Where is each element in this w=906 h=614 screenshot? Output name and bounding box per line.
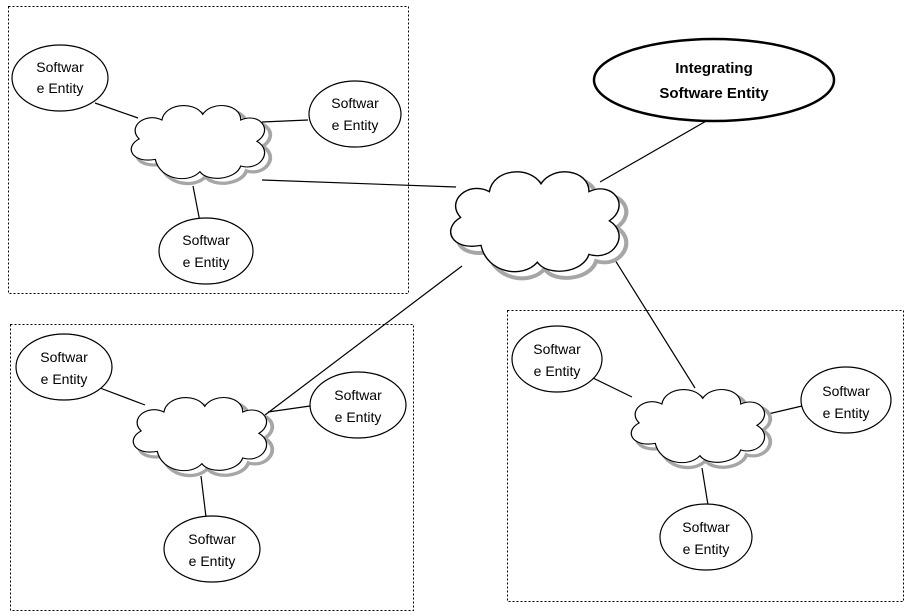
- connector-line: [599, 119, 709, 183]
- software-entity-node: Softwar e Entity: [11, 44, 109, 112]
- entity-label-line1: Softwar: [40, 349, 88, 365]
- entity-label-line1: Softwar: [182, 232, 230, 248]
- connector-line: [200, 475, 207, 518]
- entity-label-line1: Softwar: [533, 341, 581, 357]
- entity-label-line2: e Entity: [683, 541, 730, 557]
- entity-label-line2: e Entity: [534, 363, 581, 379]
- group-box-top-left: [8, 6, 409, 294]
- entity-label-line2: e Entity: [183, 254, 230, 270]
- cloud-central: [449, 171, 627, 279]
- entity-label-line2: e Entity: [189, 553, 236, 569]
- cloud-group-3: [630, 388, 773, 470]
- connector-line: [94, 102, 139, 119]
- entity-label-line1: Softwar: [682, 519, 730, 535]
- connector-line: [99, 387, 146, 406]
- cloud-group-1: [130, 104, 273, 186]
- entity-label-line2: e Entity: [41, 371, 88, 387]
- software-entity-node: Softwar e Entity: [163, 515, 261, 583]
- cloud-group-2: [132, 396, 275, 478]
- connector-line: [261, 179, 457, 188]
- entity-label-line1: Softwar: [36, 59, 84, 75]
- software-entity-node: Softwar e Entity: [309, 371, 407, 439]
- software-entity-node: Softwar e Entity: [511, 325, 603, 393]
- software-entity-node: Softwar e Entity: [308, 80, 402, 148]
- connector-line: [264, 265, 463, 416]
- group-box-bottom-right: [507, 310, 904, 602]
- integrating-entity-node: Integrating Software Entity: [592, 37, 836, 123]
- group-box-bottom-left: [10, 324, 414, 611]
- software-entity-node: Softwar e Entity: [659, 503, 753, 571]
- software-entity-node: Softwar e Entity: [800, 366, 892, 434]
- entity-label-line1: Softwar: [188, 531, 236, 547]
- integrating-entity-label-line2: Software Entity: [659, 85, 769, 102]
- entity-label-line1: Softwar: [334, 387, 382, 403]
- software-entity-node: Softwar e Entity: [158, 217, 254, 285]
- entity-label-line2: e Entity: [335, 409, 382, 425]
- integrating-entity-label-line1: Integrating: [675, 60, 753, 77]
- connector-line: [192, 185, 201, 223]
- connector-line: [261, 119, 309, 123]
- entity-label-line1: Softwar: [822, 383, 870, 399]
- entity-label-line2: e Entity: [37, 80, 84, 96]
- connector-line: [767, 405, 803, 415]
- connector-line: [267, 405, 311, 413]
- connector-line: [701, 467, 709, 506]
- entity-label-line2: e Entity: [332, 117, 379, 133]
- connector-line: [592, 377, 633, 398]
- entity-label-line1: Softwar: [331, 95, 379, 111]
- entity-label-line2: e Entity: [823, 405, 870, 421]
- software-entity-node: Softwar e Entity: [15, 333, 113, 401]
